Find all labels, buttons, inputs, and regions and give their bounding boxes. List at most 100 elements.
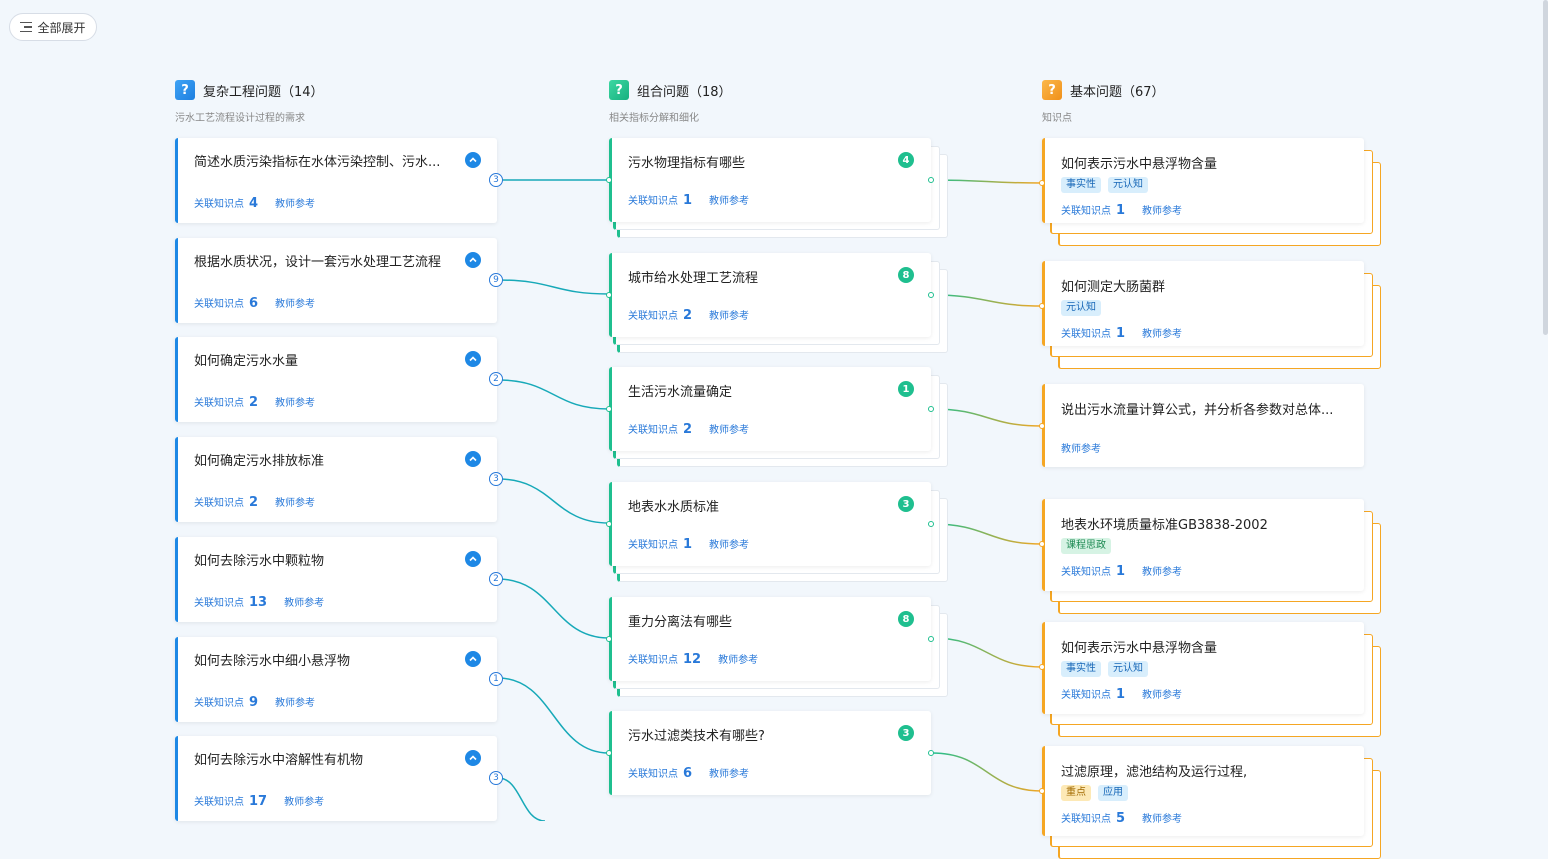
- related-count[interactable]: 1: [683, 193, 693, 208]
- teacher-reference-link[interactable]: 教师参考: [275, 498, 316, 510]
- teacher-reference-link[interactable]: 教师参考: [709, 540, 750, 551]
- teacher-reference-link[interactable]: 教师参考: [718, 655, 759, 666]
- child-count-badge[interactable]: 3: [898, 725, 914, 741]
- link-count-badge[interactable]: 2: [489, 372, 503, 387]
- teacher-reference-link[interactable]: 教师参考: [275, 298, 316, 310]
- link-count-badge[interactable]: 9: [489, 272, 503, 287]
- chevron-up-icon[interactable]: [465, 550, 481, 567]
- connector-dot: [928, 521, 934, 527]
- card-title: 说出污水流量计算公式，并分析各参数对总体...: [1061, 403, 1334, 418]
- teacher-reference-link[interactable]: 教师参考: [1142, 690, 1183, 701]
- combo-to-basic-connector: [931, 408, 1043, 427]
- related-label: 关联知识点: [1061, 814, 1111, 825]
- link-count-badge[interactable]: 3: [489, 472, 503, 487]
- related-count[interactable]: 6: [683, 766, 693, 781]
- related-count[interactable]: 9: [249, 694, 259, 710]
- child-count-badge[interactable]: 1: [898, 381, 914, 397]
- related-count[interactable]: 17: [249, 794, 268, 810]
- chevron-up-icon[interactable]: [465, 152, 481, 168]
- related-count[interactable]: 12: [683, 652, 702, 667]
- complex-to-combo-connector: [497, 478, 610, 524]
- related-label: 关联知识点: [628, 196, 678, 207]
- card-title: 污水物理指标有哪些: [628, 156, 746, 171]
- scrollbar[interactable]: [1543, 0, 1548, 335]
- complex-to-combo-connector: [497, 379, 610, 410]
- teacher-reference-link[interactable]: 教师参考: [1142, 206, 1183, 217]
- card-title: 污水过滤类技术有哪些?: [628, 729, 765, 744]
- related-count[interactable]: 13: [249, 594, 268, 610]
- related-label: 关联知识点: [628, 655, 678, 666]
- teacher-reference-link[interactable]: 教师参考: [1061, 444, 1101, 455]
- related-count[interactable]: 1: [683, 537, 693, 552]
- related-count[interactable]: 2: [249, 495, 259, 511]
- card-title: 简述水质污染指标在水体污染控制、污水...: [194, 155, 441, 170]
- chevron-up-icon[interactable]: [465, 750, 481, 767]
- chevron-up-icon[interactable]: [465, 451, 481, 468]
- chevron-up-icon[interactable]: [465, 650, 481, 667]
- related-label: 关联知识点: [1061, 329, 1111, 340]
- teacher-reference-link[interactable]: 教师参考: [1142, 329, 1183, 340]
- related-count[interactable]: 5: [1116, 811, 1126, 826]
- expand-all-button[interactable]: 全部展开: [9, 13, 97, 41]
- related-count[interactable]: 6: [249, 295, 259, 311]
- related-label: 关联知识点: [1061, 567, 1111, 578]
- teacher-reference-link[interactable]: 教师参考: [709, 196, 750, 207]
- child-count-badge[interactable]: 4: [898, 152, 914, 168]
- teacher-reference-link[interactable]: 教师参考: [709, 311, 750, 322]
- link-count-badge[interactable]: 2: [489, 571, 503, 586]
- child-count-badge[interactable]: 3: [898, 496, 914, 512]
- related-count[interactable]: 4: [249, 196, 259, 211]
- teacher-reference-link[interactable]: 教师参考: [284, 597, 325, 609]
- card-body[interactable]: 污水物理指标有哪些 4 关联知识点 1 教师参考: [609, 138, 931, 222]
- card-body[interactable]: 说出污水流量计算公式，并分析各参数对总体... 教师参考: [1042, 384, 1364, 467]
- combo-to-basic-connector: [931, 523, 1043, 545]
- tag-badge: 元认知: [1061, 300, 1101, 316]
- related-count[interactable]: 2: [683, 422, 693, 437]
- teacher-reference-link[interactable]: 教师参考: [275, 398, 316, 410]
- teacher-reference-link[interactable]: 教师参考: [275, 697, 316, 709]
- child-count-badge[interactable]: 8: [898, 267, 914, 283]
- connector-dot: [1039, 423, 1045, 429]
- link-count-badge[interactable]: 3: [489, 173, 503, 187]
- connector-dot: [1039, 303, 1045, 309]
- column-subtitle: 相关指标分解和细化: [609, 113, 699, 124]
- connector-dot: [606, 406, 612, 412]
- related-count[interactable]: 1: [1116, 564, 1126, 579]
- teacher-reference-link[interactable]: 教师参考: [275, 199, 316, 210]
- link-count-badge[interactable]: 3: [489, 771, 503, 786]
- link-count-badge[interactable]: 1: [489, 671, 503, 686]
- teacher-reference-link[interactable]: 教师参考: [1142, 567, 1183, 578]
- teacher-reference-link[interactable]: 教师参考: [709, 425, 750, 436]
- chevron-up-icon[interactable]: [465, 351, 481, 368]
- combo-to-basic-connector: [931, 294, 1043, 307]
- related-count[interactable]: 2: [249, 395, 259, 411]
- related-count[interactable]: 1: [1116, 687, 1126, 702]
- related-count[interactable]: 1: [1116, 326, 1126, 341]
- related-count[interactable]: 2: [683, 308, 693, 323]
- question-icon: ?: [175, 80, 195, 100]
- chevron-up-icon[interactable]: [465, 251, 481, 268]
- related-label: 关联知识点: [194, 697, 244, 709]
- related-count[interactable]: 1: [1116, 203, 1126, 218]
- child-count-badge[interactable]: 8: [898, 611, 914, 627]
- teacher-reference-link[interactable]: 教师参考: [1142, 814, 1183, 825]
- teacher-reference-link[interactable]: 教师参考: [709, 769, 750, 780]
- teacher-reference-link[interactable]: 教师参考: [284, 797, 325, 809]
